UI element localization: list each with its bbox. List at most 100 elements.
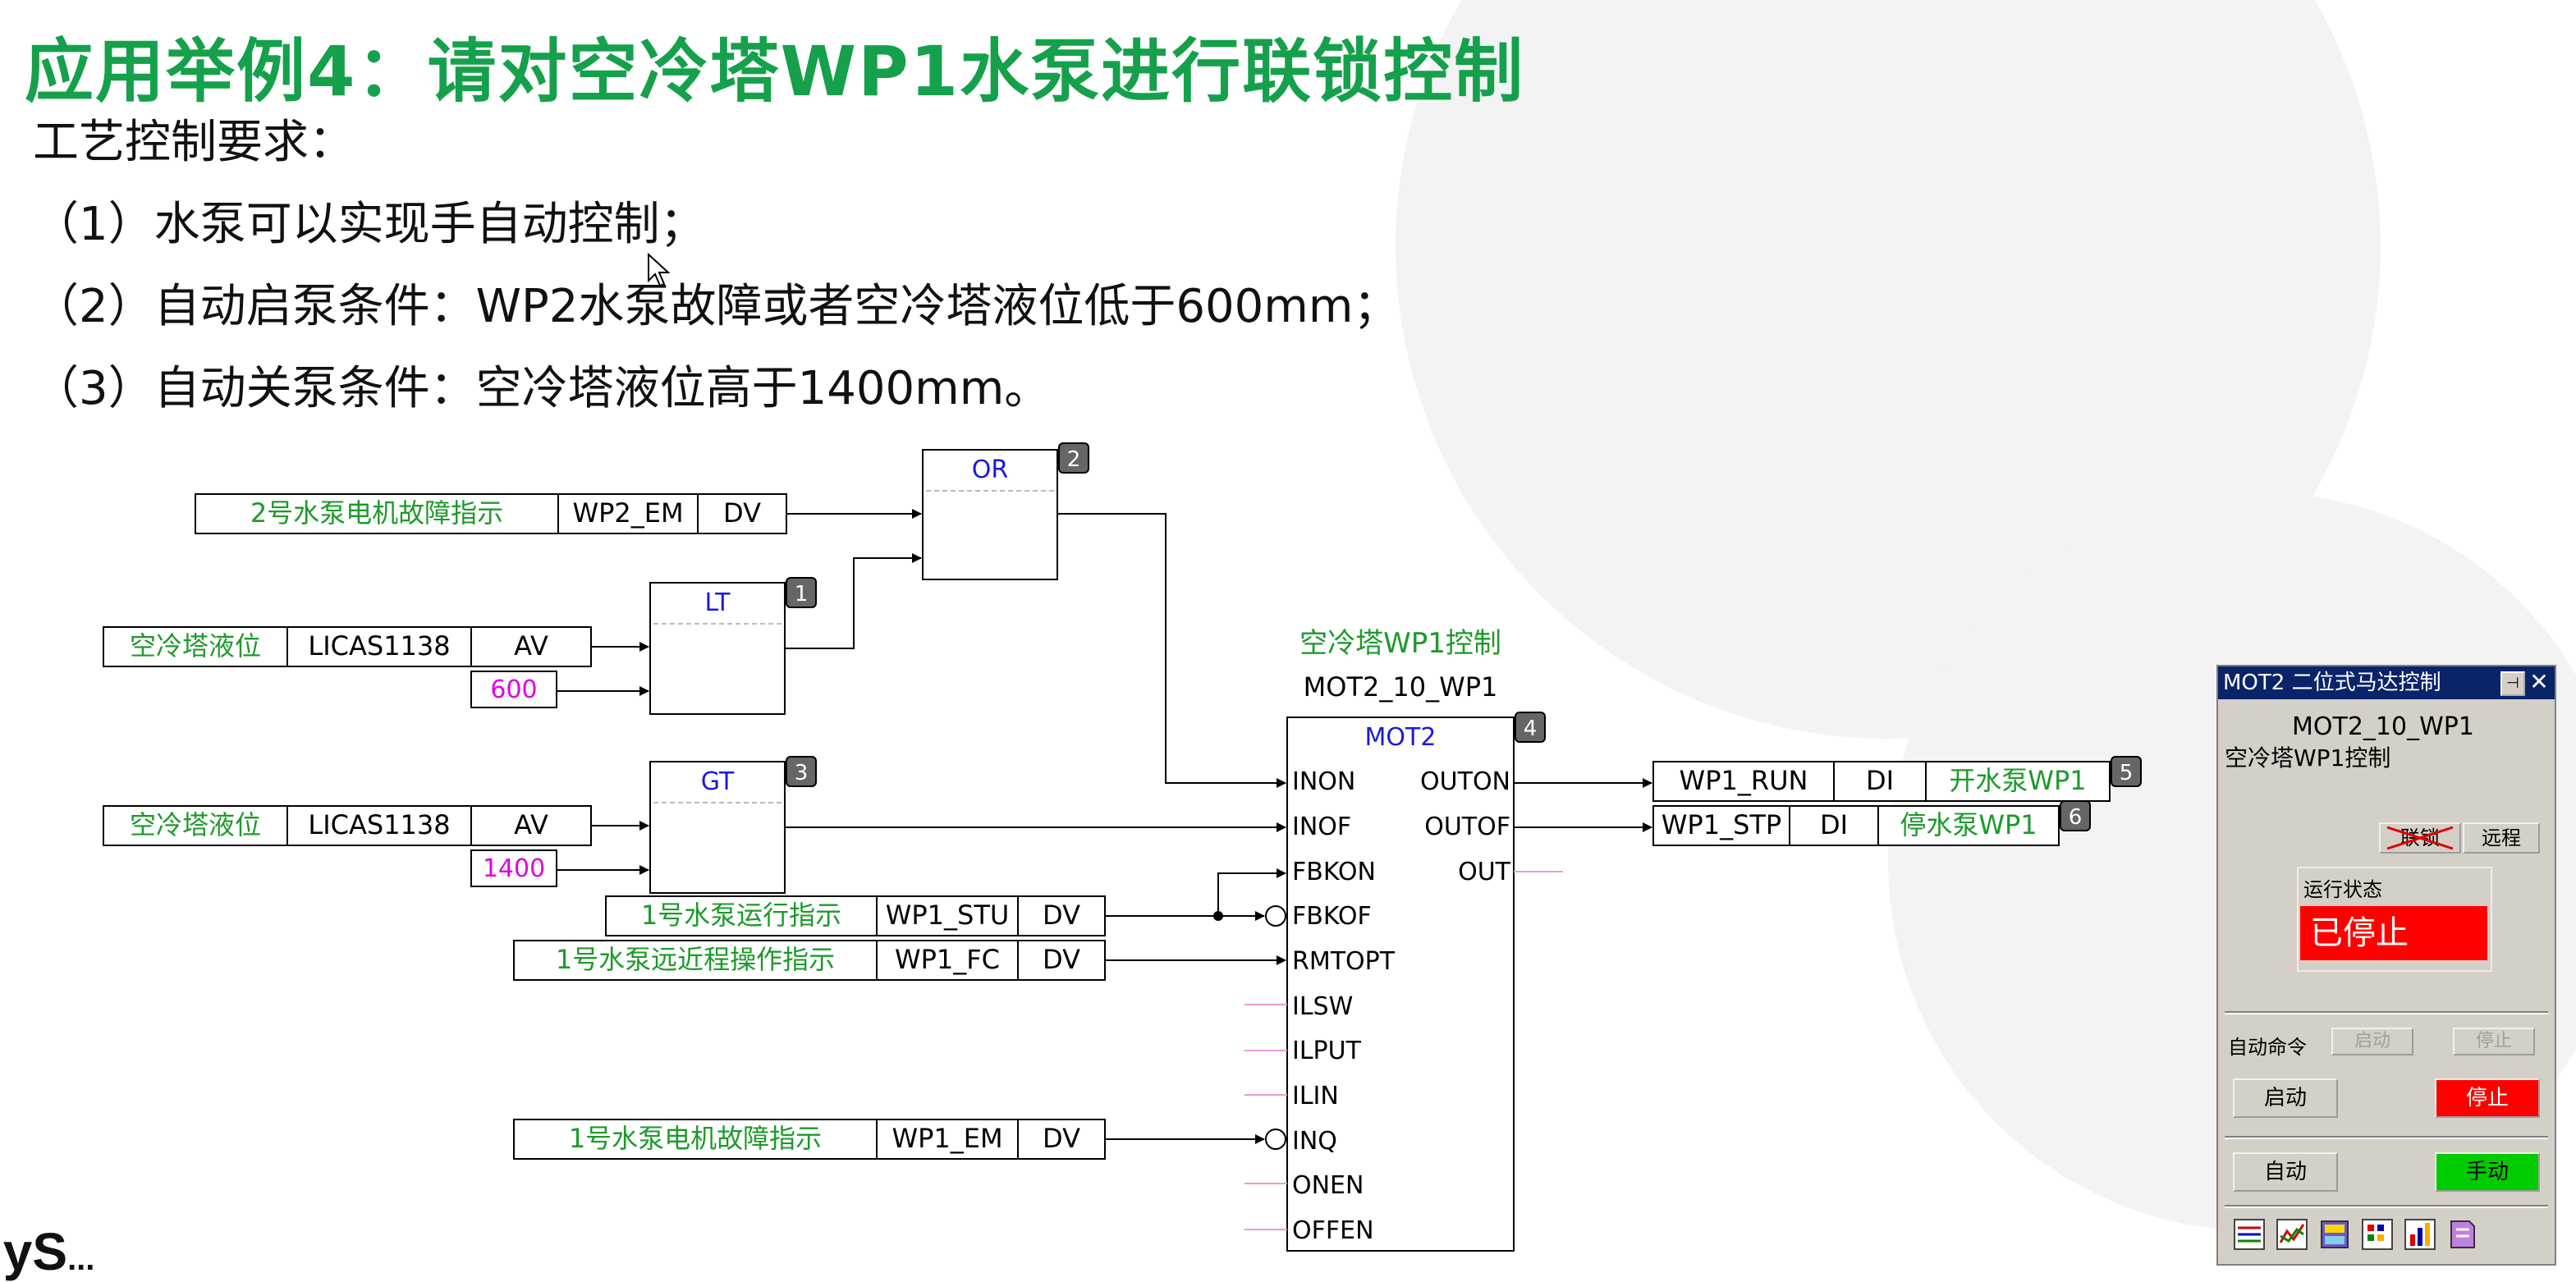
svg-text:LT: LT bbox=[705, 588, 731, 617]
mot2-faceplate-window[interactable]: MOT2 二位式马达控制 ⊣ ✕ MOT2_10_WP1 空冷塔WP1控制 联锁… bbox=[2216, 665, 2556, 1266]
mot2-tag: MOT2_10_WP1 bbox=[1304, 671, 1498, 703]
input-type: AV bbox=[514, 630, 548, 662]
auto-stop-button[interactable]: 停止 bbox=[2453, 1028, 2535, 1055]
grid-icon[interactable] bbox=[2359, 1216, 2395, 1252]
function-block-diagram: 2号水泵电机故障指示 WP2_EM DV 空冷塔液位 LICAS1138 AV … bbox=[103, 442, 2142, 1252]
list-icon[interactable] bbox=[2231, 1216, 2267, 1252]
const-1400[interactable]: 1400 bbox=[470, 849, 557, 887]
input-desc: 1号水泵电机故障指示 bbox=[569, 1123, 822, 1154]
requirement-item: （3）自动关泵条件：空冷塔液位高于1400mm。 bbox=[33, 362, 1051, 415]
output-wp1-run[interactable]: WP1_RUN DI 开水泵WP1 5 bbox=[1652, 756, 2142, 802]
input-desc: 1号水泵运行指示 bbox=[641, 900, 841, 931]
divider bbox=[2225, 1136, 2548, 1139]
output-tag: WP1_RUN bbox=[1680, 765, 1808, 796]
chart-icon[interactable] bbox=[2402, 1216, 2438, 1252]
output-tag: WP1_STP bbox=[1662, 809, 1781, 840]
output-desc: 停水泵WP1 bbox=[1900, 809, 2037, 840]
svg-text:OR: OR bbox=[972, 456, 1008, 484]
disabled-cross-icon bbox=[2386, 826, 2454, 850]
input-desc: 空冷塔液位 bbox=[130, 630, 261, 662]
mouse-cursor-icon bbox=[648, 253, 670, 287]
input-tag: WP1_EM bbox=[892, 1123, 1002, 1154]
svg-text:1400: 1400 bbox=[483, 854, 545, 883]
pin-outon: OUTON bbox=[1420, 767, 1510, 796]
negation-circles bbox=[1265, 905, 1286, 1150]
pin-ilsw: ILSW bbox=[1292, 992, 1353, 1021]
manual-mode-button[interactable]: 手动 bbox=[2435, 1152, 2540, 1192]
input-wp1-em[interactable]: 1号水泵电机故障指示 WP1_EM DV bbox=[513, 1119, 1106, 1160]
output-type: DI bbox=[1820, 809, 1848, 840]
input-desc: 1号水泵远近程操作指示 bbox=[556, 944, 835, 975]
input-wp1-stu[interactable]: 1号水泵运行指示 WP1_STU DV bbox=[605, 895, 1106, 936]
output-wp1-stp[interactable]: WP1_STP DI 停水泵WP1 6 bbox=[1652, 800, 2091, 846]
svg-text:GT: GT bbox=[701, 767, 735, 796]
pin-fbkof: FBKOF bbox=[1292, 902, 1372, 931]
svg-text:600: 600 bbox=[490, 675, 537, 704]
stop-button[interactable]: 停止 bbox=[2435, 1078, 2540, 1118]
pin-outof: OUTOF bbox=[1424, 813, 1510, 841]
trend-icon[interactable] bbox=[2274, 1216, 2310, 1252]
input-tag: WP2_EM bbox=[572, 497, 683, 529]
requirements-heading: 工艺控制要求： bbox=[33, 116, 355, 169]
input-desc: 2号水泵电机故障指示 bbox=[250, 497, 503, 529]
input-type: DV bbox=[723, 497, 761, 529]
database-icon[interactable] bbox=[2317, 1216, 2353, 1252]
close-icon[interactable]: ✕ bbox=[2529, 668, 2549, 695]
or-block[interactable]: OR 2 bbox=[922, 442, 1089, 580]
status-badge: 已停止 bbox=[2300, 906, 2487, 960]
pin-fbkon: FBKON bbox=[1292, 858, 1376, 886]
svg-text:MOT2: MOT2 bbox=[1365, 723, 1437, 752]
unconnected-pins bbox=[1244, 871, 1563, 1230]
input-desc: 空冷塔液位 bbox=[130, 809, 261, 840]
input-licas1138-high[interactable]: 空冷塔液位 LICAS1138 AV bbox=[103, 805, 592, 846]
pin-inon: INON bbox=[1292, 767, 1355, 796]
svg-text:3: 3 bbox=[795, 761, 809, 785]
lt-block[interactable]: LT 1 bbox=[649, 577, 817, 715]
requirement-item: （1）水泵可以实现手自动控制； bbox=[33, 198, 706, 251]
faceplate-titlebar[interactable]: MOT2 二位式马达控制 bbox=[2218, 666, 2555, 699]
logo-fragment: lyS... bbox=[0, 1222, 95, 1281]
input-wp2-em[interactable]: 2号水泵电机故障指示 WP2_EM DV bbox=[195, 493, 787, 534]
pin-ilput: ILPUT bbox=[1292, 1037, 1362, 1065]
start-button[interactable]: 启动 bbox=[2233, 1078, 2338, 1118]
auto-command-label: 自动命令 bbox=[2228, 1036, 2307, 1059]
output-desc: 开水泵WP1 bbox=[1949, 765, 2086, 796]
svg-text:4: 4 bbox=[1524, 717, 1538, 741]
divider bbox=[2225, 1205, 2548, 1208]
input-licas1138-low[interactable]: 空冷塔液位 LICAS1138 AV bbox=[103, 626, 592, 667]
wires bbox=[557, 509, 1652, 1144]
faceplate-toolbar bbox=[2231, 1216, 2543, 1252]
pin-out: OUT bbox=[1458, 858, 1511, 886]
pin-inq: INQ bbox=[1292, 1127, 1337, 1156]
book-icon[interactable] bbox=[2445, 1216, 2481, 1252]
input-type: AV bbox=[514, 809, 548, 840]
page-title: 应用举例4：请对空冷塔WP1水泵进行联锁控制 bbox=[25, 31, 1525, 112]
const-600[interactable]: 600 bbox=[470, 671, 557, 708]
svg-text:6: 6 bbox=[2069, 805, 2083, 830]
input-tag: WP1_FC bbox=[895, 944, 1000, 975]
gt-block[interactable]: GT 3 bbox=[649, 756, 817, 894]
input-type: DV bbox=[1043, 1123, 1080, 1154]
requirement-item: （2）自动启泵条件：WP2水泵故障或者空冷塔液位低于600mm； bbox=[33, 280, 1400, 333]
faceplate-title: MOT2 二位式马达控制 bbox=[2223, 671, 2441, 695]
interlock-button[interactable]: 联锁 bbox=[2379, 822, 2461, 854]
pin-onen: ONEN bbox=[1292, 1171, 1364, 1200]
input-tag: LICAS1138 bbox=[308, 809, 450, 840]
input-wp1-fc[interactable]: 1号水泵远近程操作指示 WP1_FC DV bbox=[513, 940, 1106, 981]
faceplate-desc: 空冷塔WP1控制 bbox=[2225, 744, 2391, 771]
junction-dot bbox=[1213, 911, 1223, 921]
faceplate-tag: MOT2_10_WP1 bbox=[2292, 712, 2474, 741]
input-type: DV bbox=[1043, 900, 1080, 931]
mot2-block[interactable]: 空冷塔WP1控制 MOT2_10_WP1 MOT2 4 INON INOF FB… bbox=[1286, 627, 1546, 1252]
input-type: DV bbox=[1043, 944, 1080, 975]
pin-icon[interactable]: ⊣ bbox=[2500, 671, 2525, 696]
pin-rmtopt: RMTOPT bbox=[1292, 947, 1396, 976]
divider bbox=[2225, 1011, 2548, 1014]
remote-button[interactable]: 远程 bbox=[2463, 822, 2540, 854]
status-group: 运行状态 已停止 bbox=[2297, 867, 2492, 972]
output-type: DI bbox=[1866, 765, 1894, 796]
auto-mode-button[interactable]: 自动 bbox=[2233, 1152, 2338, 1192]
svg-text:5: 5 bbox=[2120, 761, 2134, 785]
auto-start-button[interactable]: 启动 bbox=[2331, 1028, 2413, 1055]
pin-ilin: ILIN bbox=[1292, 1082, 1339, 1110]
